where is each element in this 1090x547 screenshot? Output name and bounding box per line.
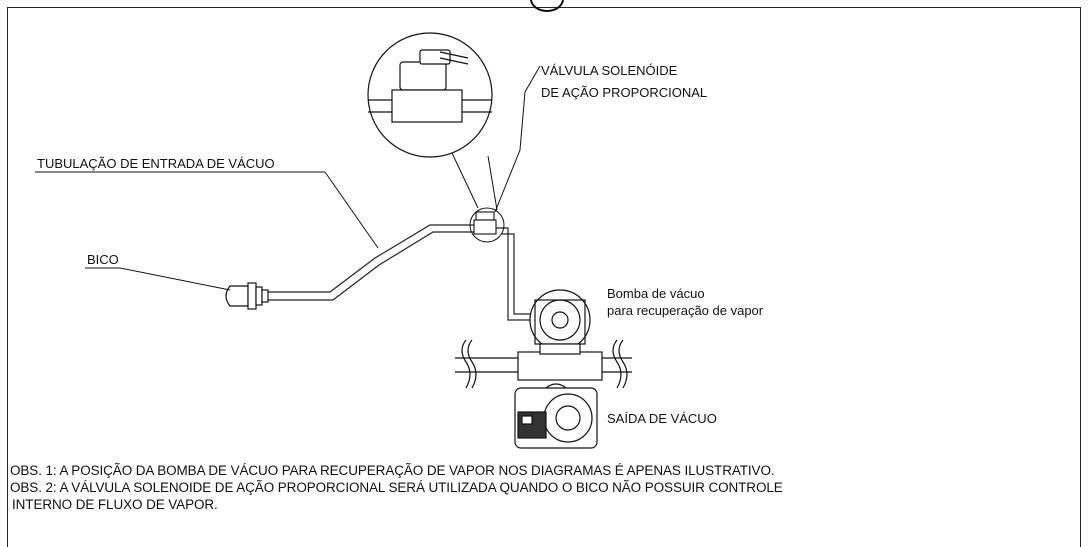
nozzle-bico [225, 282, 269, 310]
valve-detail-zoom [367, 32, 493, 158]
valve-label-leader [494, 65, 541, 213]
label-bomba-1: Bomba de vácuo [607, 286, 705, 301]
vacuum-pump [517, 289, 603, 381]
label-valvula-2: DE AÇÃO PROPORCIONAL [541, 85, 707, 100]
vacuum-outlet-motor [514, 383, 598, 449]
zoom-leader-right [487, 155, 498, 211]
label-bomba-2: para recuperação de vapor [607, 303, 764, 318]
note-obs2-line1: OBS. 2: A VÁLVULA SOLENOIDE DE AÇÃO PROP… [10, 480, 783, 495]
zoom-leader-left [451, 152, 479, 209]
label-bico: BICO [87, 252, 119, 267]
vacuum-inlet-pipe [268, 224, 530, 321]
label-saida: SAÍDA DE VÁCUO [607, 411, 717, 426]
note-obs2-line2: INTERNO DE FLUXO DE VAPOR. [12, 497, 218, 512]
label-leaders [35, 171, 379, 291]
solenoid-valve-small [469, 207, 505, 243]
label-valvula-1: VÁLVULA SOLENÓIDE [541, 63, 678, 78]
note-obs1: OBS. 1: A POSIÇÃO DA BOMBA DE VÁCUO PARA… [10, 463, 775, 478]
label-tubulacao: TUBULAÇÃO DE ENTRADA DE VÁCUO [37, 156, 275, 171]
